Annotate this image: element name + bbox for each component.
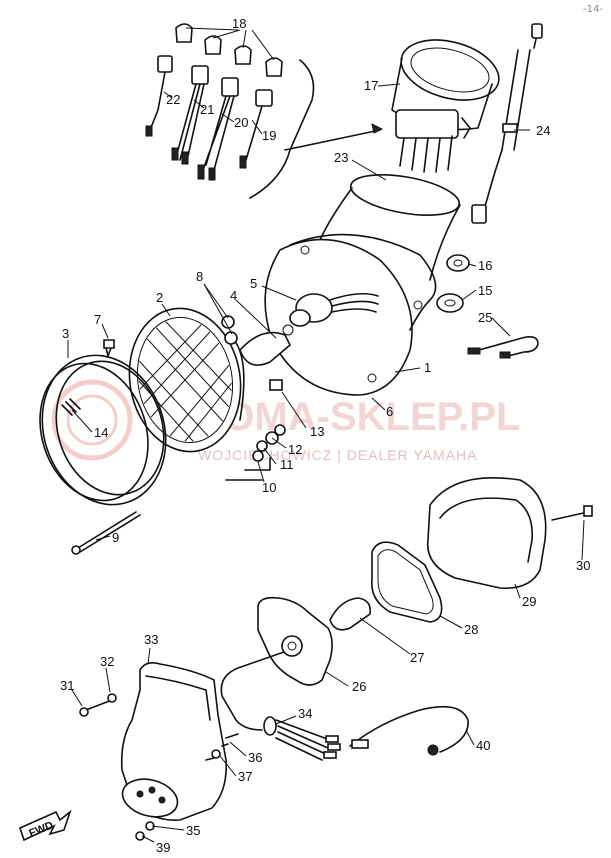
- callout-13: 13: [310, 424, 324, 439]
- fwd-arrow: FWD: [19, 809, 72, 842]
- headlight-housing: [264, 174, 461, 396]
- callout-33: 33: [144, 632, 158, 647]
- bulb-sockets: [145, 55, 273, 181]
- callout-4: 4: [230, 288, 237, 303]
- harness: [263, 705, 469, 761]
- callout-26: 26: [352, 679, 366, 694]
- callout-17: 17: [364, 78, 378, 93]
- grommet-15: [436, 293, 464, 313]
- watermark-title: MOMA-SKLEP.PL: [190, 395, 520, 439]
- callout-12: 12: [288, 442, 302, 457]
- bulb-holder-assembly: [289, 292, 379, 327]
- callout-32: 32: [100, 654, 114, 669]
- callout-40: 40: [476, 738, 490, 753]
- group-arrow: [284, 129, 381, 151]
- cord-25: [471, 336, 539, 357]
- callout-6: 6: [386, 404, 393, 419]
- nut-8a: [221, 315, 235, 329]
- screw-9: [71, 511, 141, 555]
- group-bracket: [249, 59, 315, 199]
- callout-39: 39: [156, 840, 170, 855]
- headlight-unit: [128, 307, 245, 453]
- callout-24: 24: [536, 123, 550, 138]
- callout-25: 25: [478, 310, 492, 325]
- callout-numbers: 1 2 3 4 5 6 7 8 9 10 11 12 13 14 15 16 1…: [60, 16, 590, 855]
- callout-21: 21: [200, 102, 214, 117]
- callout-7: 7: [94, 312, 101, 327]
- watermark: MOMA-SKLEP.PL WOJCIECHOWICZ | DEALER YAM…: [51, 379, 520, 463]
- speedometer-cable: [471, 23, 543, 224]
- tail-bulb: [329, 597, 372, 631]
- callout-11: 11: [280, 457, 294, 472]
- callout-2: 2: [156, 290, 163, 305]
- callout-36: 36: [248, 750, 262, 765]
- headlight-rim: [39, 354, 167, 506]
- callout-16: 16: [478, 258, 492, 273]
- callout-15: 15: [478, 283, 492, 298]
- bulb-set: [175, 23, 283, 77]
- nut-8b: [224, 331, 238, 345]
- callout-34: 34: [298, 706, 312, 721]
- grommet-16: [446, 254, 470, 272]
- leader-lines: [67, 83, 585, 843]
- mount-bracket: [120, 662, 228, 821]
- callout-18: 18: [232, 16, 246, 31]
- callout-9: 9: [112, 530, 119, 545]
- callout-35: 35: [186, 823, 200, 838]
- callout-31: 31: [60, 678, 74, 693]
- tail-lens: [426, 477, 547, 589]
- callout-1: 1: [424, 360, 431, 375]
- page-reference: -14-: [583, 4, 603, 15]
- callout-28: 28: [464, 622, 478, 637]
- small-hardware: [79, 693, 239, 841]
- socket-plate: [220, 596, 333, 731]
- callout-20: 20: [234, 115, 248, 130]
- callout-8: 8: [196, 269, 203, 284]
- callout-37: 37: [238, 769, 252, 784]
- callout-14: 14: [94, 425, 108, 440]
- screw-7: [103, 339, 115, 359]
- callout-29: 29: [522, 594, 536, 609]
- screw-30: [551, 511, 589, 521]
- speedometer: [391, 39, 500, 173]
- callout-19: 19: [262, 128, 276, 143]
- watermark-subtitle: WOJCIECHOWICZ | DEALER YAMAHA: [198, 447, 477, 463]
- callout-22: 22: [166, 92, 180, 107]
- callout-10: 10: [262, 480, 276, 495]
- callout-30: 30: [576, 558, 590, 573]
- callout-3: 3: [62, 326, 69, 341]
- callout-27: 27: [410, 650, 424, 665]
- gasket: [371, 541, 443, 623]
- callout-5: 5: [250, 276, 257, 291]
- headlight-bulb: [239, 331, 291, 366]
- spring-14: [61, 398, 81, 416]
- callout-23: 23: [334, 150, 348, 165]
